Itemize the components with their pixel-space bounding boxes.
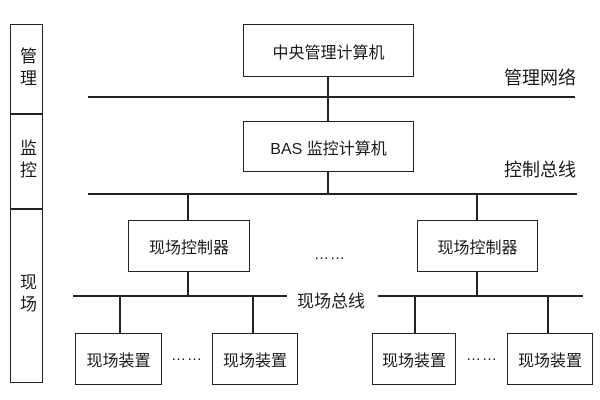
tier-management-label: 管理 bbox=[17, 47, 36, 91]
connector-field-bus-to-device-3 bbox=[414, 295, 416, 333]
management-network-label: 管理网络 bbox=[504, 68, 576, 88]
tier-divider-2 bbox=[11, 208, 42, 210]
tier-sidebar: 管理 监控 现场 bbox=[10, 24, 43, 383]
connector-field-bus-to-device-2 bbox=[252, 295, 254, 333]
field-device-label-3: 现场装置 bbox=[381, 353, 446, 370]
control-bus-label: 控制总线 bbox=[504, 160, 576, 180]
connector-field-bus-to-device-4 bbox=[547, 295, 549, 333]
field-controller-node-1: 现场控制器 bbox=[128, 220, 250, 272]
tier-monitoring-label: 监控 bbox=[17, 138, 36, 183]
connector-central-to-bas bbox=[327, 77, 329, 121]
connector-bas-to-control-bus bbox=[327, 172, 329, 193]
field-device-label-4: 现场装置 bbox=[517, 353, 582, 370]
field-device-node-4: 现场装置 bbox=[507, 333, 593, 385]
connector-control-bus-to-controller-1 bbox=[187, 193, 189, 220]
field-device-label-1: 现场装置 bbox=[86, 353, 151, 370]
field-controller-label-1: 现场控制器 bbox=[148, 240, 229, 257]
tier-monitoring: 监控 bbox=[11, 113, 42, 208]
ellipsis-between-controllers: …… bbox=[314, 245, 346, 263]
field-bus-label: 现场总线 bbox=[297, 292, 365, 311]
field-device-node-2: 现场装置 bbox=[212, 333, 298, 385]
connector-control-bus-to-controller-2 bbox=[476, 193, 478, 220]
field-bus-line-left bbox=[73, 295, 287, 297]
connector-field-bus-to-device-1 bbox=[119, 295, 121, 333]
tier-divider-1 bbox=[11, 113, 42, 115]
ellipsis-between-devices-right: …… bbox=[466, 346, 498, 364]
connector-controller-1-to-field-bus bbox=[187, 272, 189, 295]
management-network-line bbox=[88, 96, 575, 98]
bas-monitoring-computer-label: BAS 监控计算机 bbox=[270, 140, 387, 158]
field-controller-label-2: 现场控制器 bbox=[437, 240, 518, 257]
tier-management: 管理 bbox=[11, 25, 42, 113]
field-device-node-3: 现场装置 bbox=[372, 333, 456, 385]
connector-controller-2-to-field-bus bbox=[476, 272, 478, 295]
field-device-node-1: 现场装置 bbox=[75, 333, 162, 385]
ellipsis-between-devices-left: …… bbox=[171, 346, 203, 364]
control-bus-line bbox=[88, 193, 577, 195]
bas-monitoring-computer-node: BAS 监控计算机 bbox=[243, 121, 414, 172]
central-management-computer-label: 中央管理计算机 bbox=[272, 44, 385, 62]
field-bus-line-right bbox=[378, 295, 583, 297]
field-device-label-2: 现场装置 bbox=[222, 353, 287, 370]
field-controller-node-2: 现场控制器 bbox=[417, 220, 538, 272]
tier-field-label: 现场 bbox=[17, 272, 36, 317]
tier-field: 现场 bbox=[11, 208, 42, 381]
central-management-computer-node: 中央管理计算机 bbox=[243, 24, 414, 77]
